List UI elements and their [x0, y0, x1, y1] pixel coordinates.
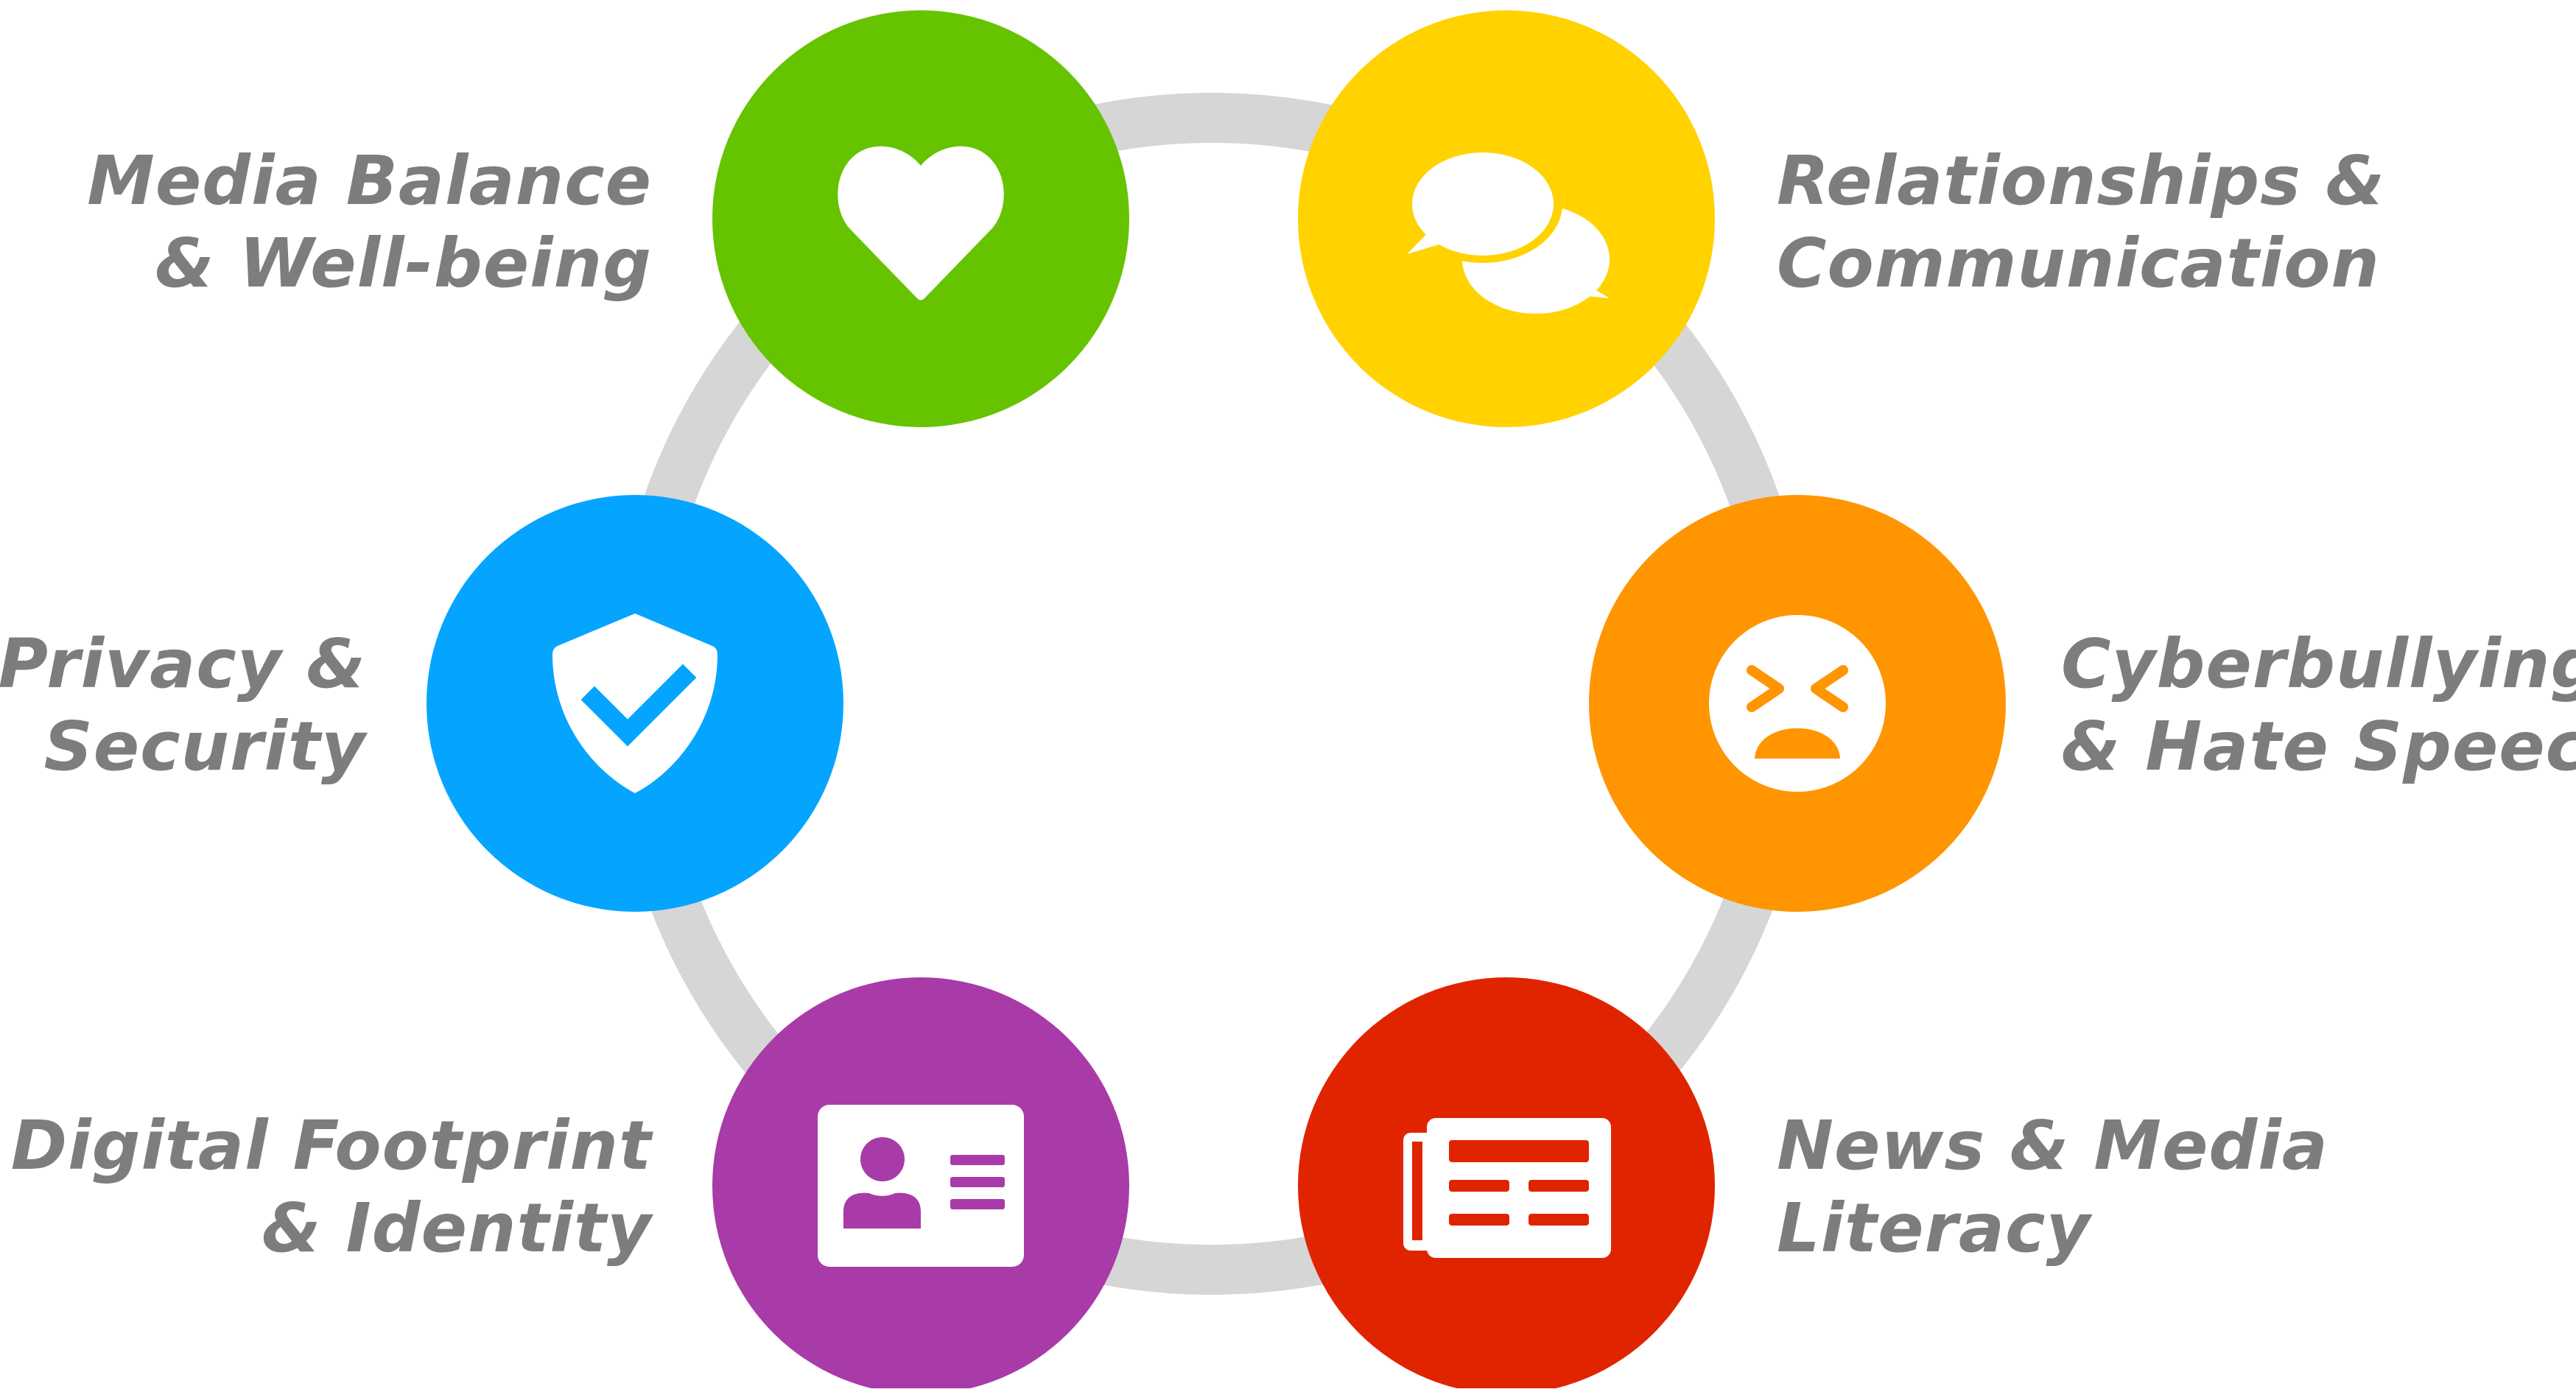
node-media-balance — [712, 10, 1129, 427]
label-digital-footprint-line1: Digital Footprint — [10, 1106, 652, 1185]
label-media-balance: Media Balance & Well-being — [87, 140, 652, 305]
id-card-icon — [818, 1105, 1024, 1267]
label-digital-footprint-line2: & Identity — [262, 1189, 652, 1268]
label-relationships: Relationships & Communication — [1777, 140, 2385, 305]
label-relationships-line2: Communication — [1777, 224, 2380, 303]
label-privacy-line1: Privacy & — [0, 625, 366, 703]
label-cyberbullying-line2: & Hate Speech — [2061, 707, 2576, 786]
label-news-literacy-line2: Literacy — [1777, 1189, 2091, 1268]
shield-check-icon — [552, 614, 717, 793]
label-privacy: Privacy & Security — [0, 623, 366, 788]
label-media-balance-line1: Media Balance — [87, 141, 652, 220]
node-cyberbullying — [1589, 495, 2006, 912]
node-news-literacy — [1298, 977, 1715, 1392]
label-cyberbullying-line1: Cyberbullying — [2061, 625, 2576, 703]
label-digital-footprint: Digital Footprint & Identity — [11, 1105, 652, 1270]
newspaper-icon — [1403, 1118, 1611, 1258]
label-cyberbullying: Cyberbullying & Hate Speech — [2061, 623, 2576, 788]
label-news-literacy-line1: News & Media — [1777, 1106, 2328, 1185]
label-relationships-line1: Relationships & — [1777, 141, 2386, 220]
label-privacy-line2: Security — [43, 707, 366, 786]
node-privacy — [427, 495, 843, 912]
speech-bubbles-icon — [1397, 145, 1610, 314]
upset-face-icon — [1709, 615, 1886, 792]
node-relationships — [1298, 10, 1715, 427]
heart-icon — [838, 146, 1004, 300]
label-news-literacy: News & Media Literacy — [1777, 1105, 2328, 1270]
node-digital-footprint — [712, 977, 1129, 1392]
label-media-balance-line2: & Well-being — [155, 224, 652, 303]
